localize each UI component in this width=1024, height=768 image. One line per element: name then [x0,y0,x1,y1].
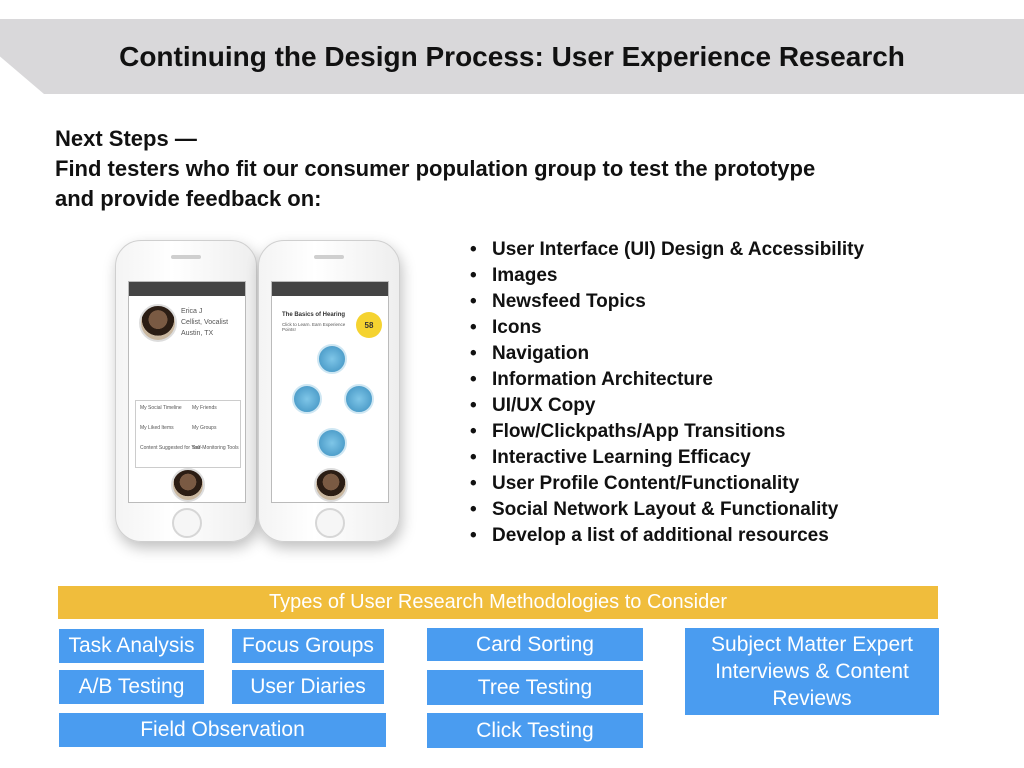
method-task-analysis: Task Analysis [59,629,204,663]
lesson-title: The Basics of Hearing [282,312,346,318]
menu-item[interactable]: My Social Timeline [140,405,182,411]
intro-line-1: Next Steps — [55,126,197,151]
method-ab-testing: A/B Testing [59,670,204,704]
intro-line-3: and provide feedback on: [55,186,322,211]
menu-item[interactable]: Self-Monitoring Tools [192,445,239,451]
list-item: •Navigation [470,343,590,364]
list-item: •Flow/Clickpaths/App Transitions [470,421,786,442]
lesson-node[interactable] [317,344,347,374]
intro-line-2: Find testers who fit our consumer popula… [55,156,816,181]
method-click-testing: Click Testing [427,713,643,748]
method-user-diaries: User Diaries [232,670,384,704]
title-banner [0,19,1024,94]
phone-speaker [171,255,201,259]
method-focus-groups: Focus Groups [232,629,384,663]
method-subject-matter-expert: Subject Matter Expert Interviews & Conte… [685,628,939,715]
home-button [172,508,202,538]
list-item: •UI/UX Copy [470,395,596,416]
feedback-list: •User Interface (UI) Design & Accessibil… [470,237,864,549]
menu-item[interactable]: My Groups [192,425,217,431]
list-item: •Interactive Learning Efficacy [470,447,751,468]
phone-mockup-right: The Basics of Hearing Click to Learn. Ea… [258,240,400,542]
list-item: •User Interface (UI) Design & Accessibil… [470,239,865,260]
list-item: •User Profile Content/Functionality [470,473,800,494]
bottom-avatar [171,468,205,502]
home-button [315,508,345,538]
profile-avatar [139,304,177,342]
list-item: •Icons [470,317,542,338]
profile-role: Cellist, Vocalist [181,319,229,326]
menu-item[interactable]: My Friends [192,405,217,411]
points-badge: 58 [356,312,382,338]
intro-text: Next Steps — Find testers who fit our co… [55,124,975,214]
list-item: •Social Network Layout & Functionality [470,499,839,520]
profile-menu: My Social Timeline My Friends My Liked I… [135,400,241,468]
list-item: •Newsfeed Topics [470,291,646,312]
methodologies-header: Types of User Research Methodologies to … [58,586,938,619]
method-tree-testing: Tree Testing [427,670,643,705]
bottom-avatar [314,468,348,502]
list-item: •Images [470,265,558,286]
phone-mockup-left: Erica J Cellist, Vocalist Austin, TX My … [115,240,257,542]
profile-location: Austin, TX [181,330,214,337]
app-topbar [272,282,388,296]
lesson-subtitle: Click to Learn. Earn Experience Points! [282,322,346,332]
menu-item[interactable]: My Liked Items [140,425,174,431]
slide-title: Continuing the Design Process: User Expe… [119,40,905,72]
phone-screen-right: The Basics of Hearing Click to Learn. Ea… [271,281,389,503]
list-item: •Information Architecture [470,369,713,390]
app-topbar [129,282,245,296]
list-item: •Develop a list of additional resources [470,525,829,546]
method-field-observation: Field Observation [59,713,386,747]
phone-speaker [314,255,344,259]
lesson-node[interactable] [292,384,322,414]
phone-screen-left: Erica J Cellist, Vocalist Austin, TX My … [128,281,246,503]
profile-name: Erica J [181,308,203,315]
lesson-node[interactable] [317,428,347,458]
lesson-node[interactable] [344,384,374,414]
menu-item[interactable]: Content Suggested for You [140,445,200,451]
method-card-sorting: Card Sorting [427,628,643,661]
